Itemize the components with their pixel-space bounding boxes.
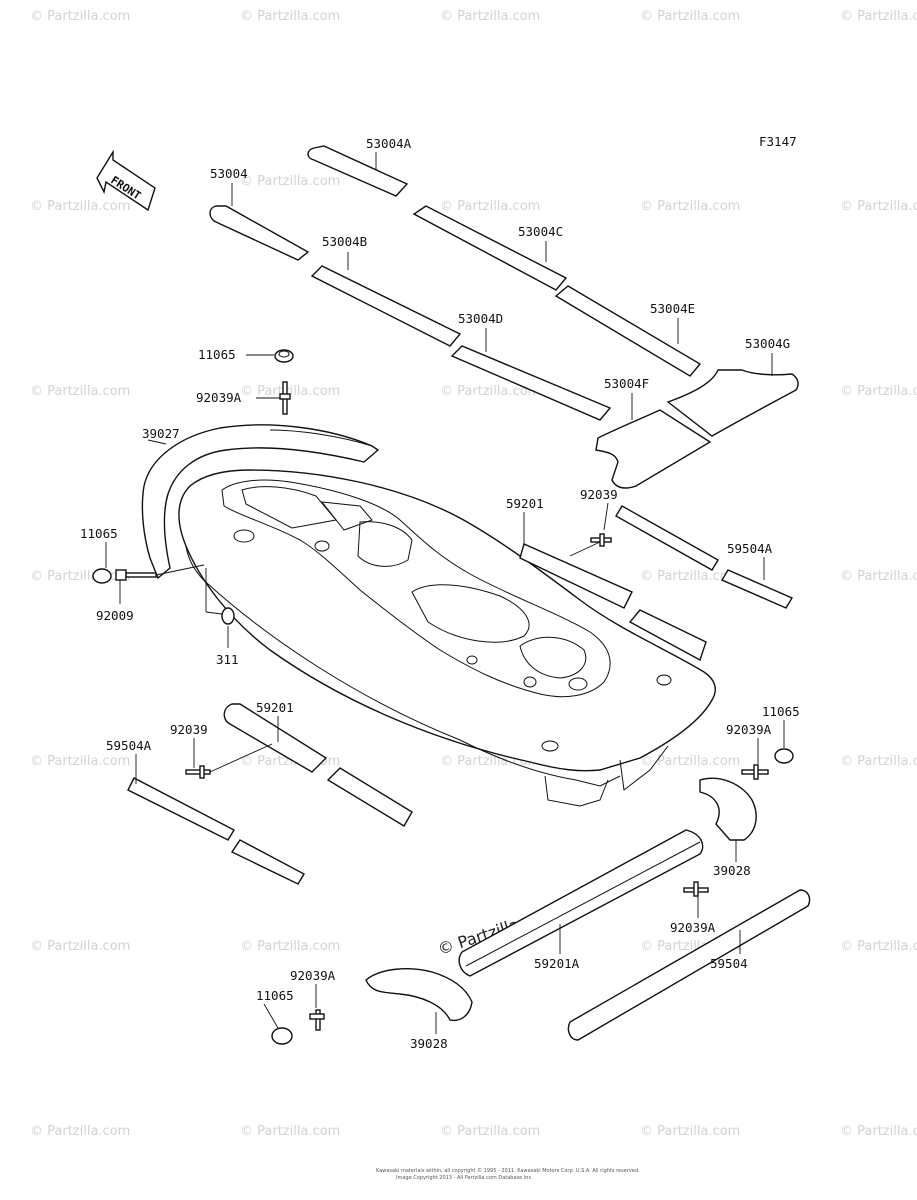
watermark: © Partzilla.com: [30, 199, 130, 214]
watermark: © Partzilla.com: [440, 199, 540, 214]
pin-92039A-bottom: [309, 984, 325, 1031]
rail-59504A-left: [127, 754, 305, 885]
bumper-39028-bottom: [365, 968, 473, 1034]
rail-59201-right: [519, 512, 707, 662]
label-92039-left: 92039: [170, 722, 208, 737]
watermark: © Partzilla.com: [640, 754, 740, 769]
watermark: © Partzilla.com: [840, 9, 917, 24]
watermark: © Partzilla.com: [30, 569, 130, 584]
cap-11065-right: [774, 720, 794, 764]
label-53004D: 53004D: [458, 311, 503, 326]
label-39027: 39027: [142, 426, 180, 441]
watermark: © Partzilla.com: [440, 384, 540, 399]
label-11065-left: 11065: [80, 526, 118, 541]
watermark: © Partzilla.com: [840, 754, 917, 769]
pin-92039-right: [569, 502, 612, 557]
watermark: © Partzilla.com: [440, 1124, 540, 1139]
label-92039A-right: 92039A: [726, 722, 772, 737]
mat-53004A: [307, 145, 409, 197]
label-92039A-bottom: 92039A: [290, 968, 336, 983]
rail-59504A-right: [615, 505, 794, 609]
label-92009: 92009: [96, 608, 134, 623]
mat-53004E: [554, 285, 702, 377]
nut-311: [205, 568, 235, 648]
cap-11065-left: [92, 542, 112, 584]
cap-11065-top: [246, 349, 294, 363]
watermark: © Partzilla.com: [30, 1124, 130, 1139]
label-53004B: 53004B: [322, 234, 367, 249]
watermark: © Partzilla.com: [840, 569, 917, 584]
watermark: © Partzilla.com: [440, 9, 540, 24]
watermark: © Partzilla.com: [640, 569, 740, 584]
watermark-layer: © Partzilla.com © Partzilla.com © Partzi…: [30, 9, 917, 1139]
pin-92039-left: [185, 738, 273, 779]
mat-53004B: [310, 252, 462, 347]
bumper-39028-right: [699, 777, 757, 862]
watermark: © Partzilla.com: [30, 939, 130, 954]
watermark: © Partzilla.com: [840, 939, 917, 954]
label-53004G: 53004G: [745, 336, 790, 351]
rail-59201-left: [223, 703, 413, 827]
pin-92039A-right: [741, 738, 769, 780]
label-92039-right: 92039: [580, 487, 618, 502]
mat-53004D: [450, 328, 612, 421]
screw-92009: [115, 564, 205, 604]
watermark: © Partzilla.com: [840, 1124, 917, 1139]
footer-image-copyright: Image Copyright 2013 - All Partzilla.com…: [396, 1175, 533, 1181]
label-59201-right: 59201: [506, 496, 544, 511]
pin-92039A-top: [256, 381, 291, 415]
mat-53004: [209, 183, 310, 261]
label-92039A-mid: 92039A: [670, 920, 716, 935]
label-53004A: 53004A: [366, 136, 412, 151]
watermark: © Partzilla.com: [30, 9, 130, 24]
watermark: © Partzilla.com: [640, 199, 740, 214]
label-59504: 59504: [710, 956, 748, 971]
label-59201A: 59201A: [534, 956, 580, 971]
bumper-39027: [141, 424, 380, 580]
label-92039A-top: 92039A: [196, 390, 242, 405]
watermark: © Partzilla.com: [30, 754, 130, 769]
footer-copyright: Kawasaki materials within, all copyright…: [376, 1167, 640, 1174]
watermark: © Partzilla.com: [240, 939, 340, 954]
watermark: © Partzilla.com: [240, 1124, 340, 1139]
rail-59201A: [458, 829, 704, 977]
watermark: © Partzilla.com: [840, 384, 917, 399]
watermark: © Partzilla.com: [640, 9, 740, 24]
figure-code: F3147: [759, 134, 797, 149]
watermark: © Partzilla.com: [840, 199, 917, 214]
label-59504A-right: 59504A: [727, 541, 773, 556]
label-11065-bottom: 11065: [256, 988, 294, 1003]
mat-53004F: [595, 393, 712, 489]
label-311: 311: [216, 652, 239, 667]
label-11065-right: 11065: [762, 704, 800, 719]
deck-body: [178, 469, 716, 807]
label-59504A-left: 59504A: [106, 738, 152, 753]
label-53004C: 53004C: [518, 224, 563, 239]
pin-92039A-mid: [683, 881, 709, 918]
watermark: © Partzilla.com: [240, 174, 340, 189]
watermark: © Partzilla.com: [30, 384, 130, 399]
label-53004: 53004: [210, 166, 248, 181]
watermark: © Partzilla.com: [240, 9, 340, 24]
label-59201-left: 59201: [256, 700, 294, 715]
label-11065-top: 11065: [198, 347, 236, 362]
cap-11065-bottom: [263, 1003, 293, 1045]
mat-53004C: [412, 205, 568, 291]
label-53004E: 53004E: [650, 301, 695, 316]
label-53004F: 53004F: [604, 376, 649, 391]
watermark: © Partzilla.com: [240, 384, 340, 399]
label-39028-right: 39028: [713, 863, 751, 878]
label-39028-bottom: 39028: [410, 1036, 448, 1051]
watermark: © Partzilla.com: [640, 1124, 740, 1139]
rail-59504: [567, 889, 811, 1041]
mat-53004G: [666, 353, 799, 437]
